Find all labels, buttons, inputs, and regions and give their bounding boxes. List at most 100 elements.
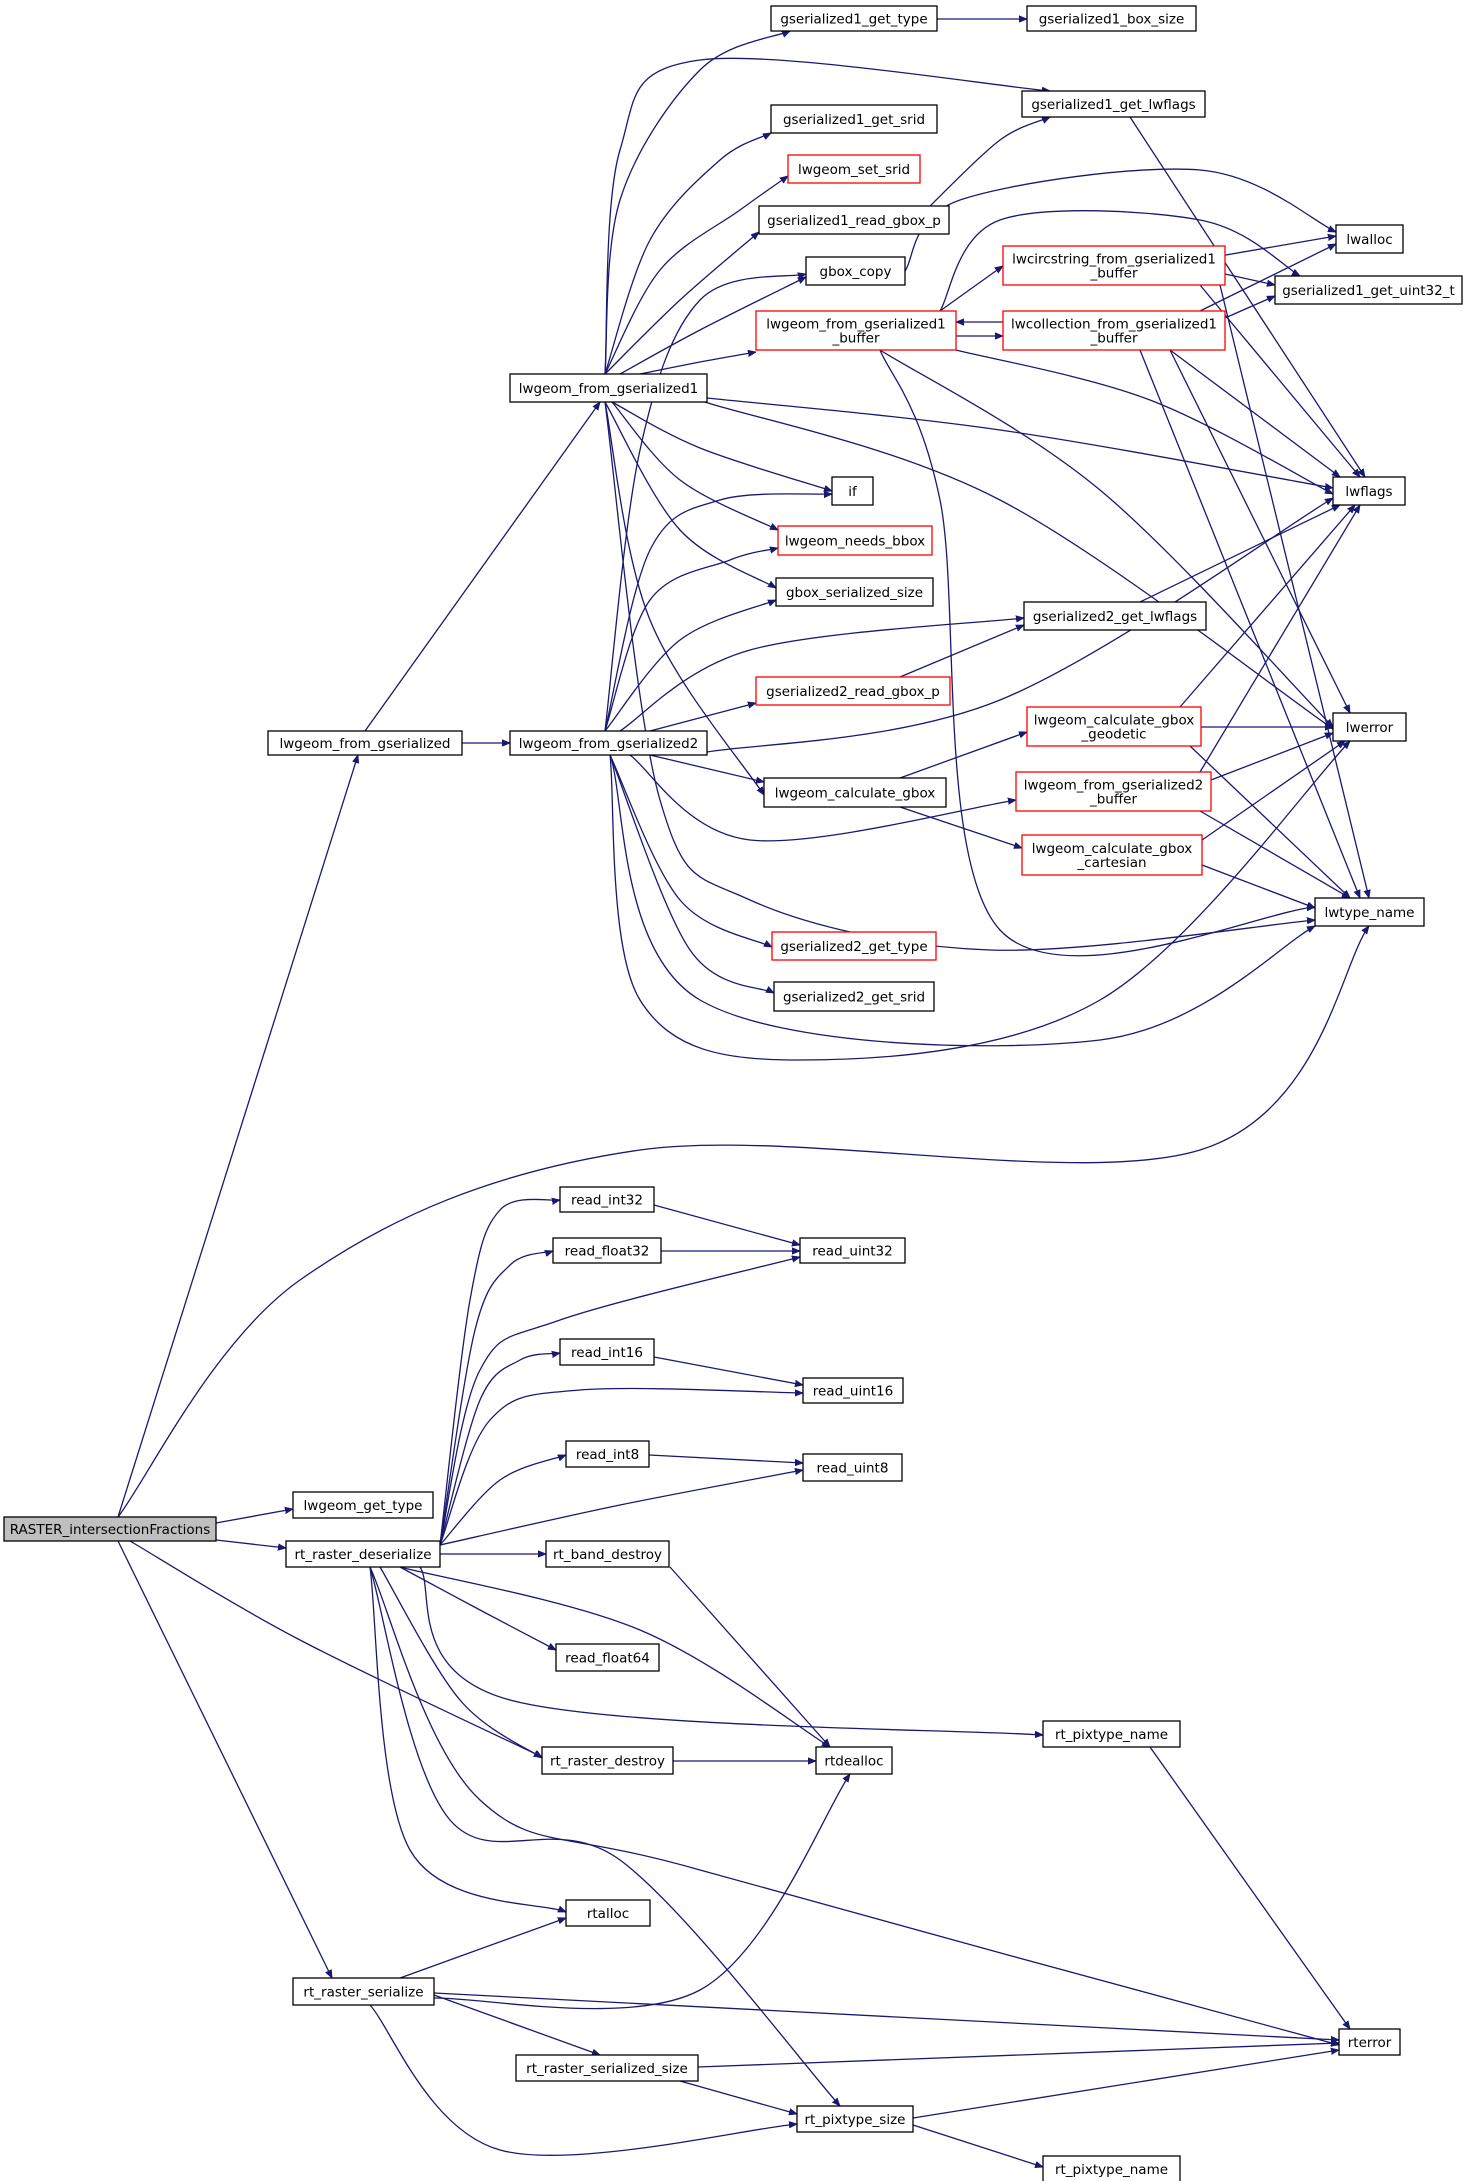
graph-node[interactable]: rt_pixtype_size bbox=[796, 2105, 914, 2133]
graph-node[interactable]: rt_band_destroy bbox=[545, 1540, 670, 1568]
node-box bbox=[796, 2105, 914, 2133]
graph-node[interactable]: gserialized2_read_gbox_p bbox=[755, 676, 951, 706]
graph-node[interactable]: lwerror bbox=[1332, 712, 1407, 742]
node-label: rtalloc bbox=[587, 1906, 629, 1922]
edge bbox=[604, 401, 1315, 951]
graph-node[interactable]: lwalloc bbox=[1335, 224, 1404, 254]
node-label: lwcollection_from_gserialized1 bbox=[1011, 317, 1217, 333]
graph-node[interactable]: read_float32 bbox=[552, 1237, 662, 1264]
graph-node[interactable]: lwgeom_get_type bbox=[292, 1491, 434, 1519]
graph-node[interactable]: gserialized1_get_uint32_t bbox=[1274, 275, 1463, 305]
graph-node[interactable]: rt_raster_serialized_size bbox=[515, 2054, 699, 2082]
graph-node[interactable]: lwgeom_from_gserialized2 bbox=[509, 730, 708, 756]
graph-node[interactable]: if bbox=[831, 476, 874, 506]
graph-node[interactable]: lwcollection_from_gserialized1_buffer bbox=[1002, 310, 1226, 351]
graph-node[interactable]: lwtype_name bbox=[1314, 897, 1425, 927]
graph-node[interactable]: gserialized1_read_gbox_p bbox=[758, 205, 950, 235]
graph-node[interactable]: rt_pixtype_name bbox=[1042, 2155, 1181, 2181]
node-label: gbox_copy bbox=[820, 264, 892, 280]
graph-node[interactable]: gserialized2_get_lwflags bbox=[1023, 601, 1207, 631]
edge bbox=[215, 1539, 286, 1548]
node-label: rterror bbox=[1348, 2035, 1392, 2051]
graph-node[interactable]: rt_raster_deserialize bbox=[285, 1540, 441, 1568]
edge bbox=[912, 2050, 1339, 2119]
node-label: gserialized1_read_gbox_p bbox=[767, 213, 941, 229]
graph-node[interactable]: read_uint16 bbox=[802, 1377, 904, 1404]
graph-node[interactable]: rt_raster_destroy bbox=[541, 1746, 674, 1775]
node-box bbox=[1314, 897, 1425, 927]
node-label: gbox_serialized_size bbox=[786, 585, 923, 601]
graph-node[interactable]: lwgeom_from_gserialized1 bbox=[509, 373, 708, 403]
graph-node[interactable]: lwflags bbox=[1332, 476, 1406, 506]
graph-node[interactable]: lwcircstring_from_gserialized1_buffer bbox=[1002, 245, 1226, 286]
graph-node[interactable]: gserialized1_get_srid bbox=[770, 104, 938, 134]
edge bbox=[364, 402, 600, 732]
node-label: rtdealloc bbox=[824, 1754, 883, 1770]
graph-node[interactable]: gserialized2_get_srid bbox=[773, 981, 935, 1012]
edge bbox=[604, 494, 832, 732]
graph-node[interactable]: gbox_serialized_size bbox=[775, 577, 934, 607]
edge bbox=[1199, 810, 1350, 899]
node-box bbox=[755, 676, 951, 706]
node-label: gserialized2_read_gbox_p bbox=[766, 684, 940, 700]
edge bbox=[117, 926, 1369, 1518]
graph-node[interactable]: read_int16 bbox=[559, 1338, 655, 1366]
graph-node[interactable]: lwgeom_from_gserialized bbox=[267, 730, 463, 756]
node-label: lwcircstring_from_gserialized1 bbox=[1012, 252, 1216, 268]
graph-node[interactable]: gserialized2_get_type bbox=[771, 931, 937, 961]
edge bbox=[929, 116, 1050, 207]
edge bbox=[117, 755, 358, 1518]
node-box bbox=[1002, 310, 1226, 351]
graph-node[interactable]: RASTER_intersectionFractions bbox=[3, 1516, 217, 1542]
node-label: gserialized1_get_type bbox=[780, 12, 927, 28]
graph-node[interactable]: gserialized1_get_lwflags bbox=[1021, 90, 1206, 118]
graph-node[interactable]: rtalloc bbox=[565, 1899, 651, 1927]
graph-node[interactable]: read_float64 bbox=[555, 1643, 660, 1672]
node-label: lwgeom_calculate_gbox bbox=[775, 786, 936, 802]
edge bbox=[1189, 745, 1350, 898]
graph-node[interactable]: read_uint8 bbox=[802, 1453, 903, 1482]
edge bbox=[1179, 505, 1355, 708]
graph-node[interactable]: read_uint32 bbox=[799, 1237, 906, 1264]
node-box bbox=[555, 1643, 660, 1672]
node-box bbox=[1338, 2028, 1401, 2056]
node-label: read_uint8 bbox=[817, 1461, 889, 1477]
edge bbox=[611, 401, 832, 491]
graph-node[interactable]: lwgeom_calculate_gbox_geodetic bbox=[1026, 706, 1202, 747]
edge bbox=[1129, 116, 1365, 477]
graph-node[interactable]: lwgeom_from_gserialized2_buffer bbox=[1015, 771, 1212, 812]
graph-node[interactable]: rtdealloc bbox=[815, 1746, 893, 1775]
graph-node[interactable]: read_int8 bbox=[565, 1440, 650, 1468]
node-label: lwerror bbox=[1346, 720, 1394, 736]
graph-node[interactable]: lwgeom_needs_bbox bbox=[777, 525, 933, 556]
node-label: lwgeom_calculate_gbox bbox=[1034, 713, 1195, 729]
edge bbox=[419, 1566, 1043, 1735]
edge bbox=[1139, 504, 1340, 603]
graph-node[interactable]: gserialized1_get_type bbox=[770, 5, 938, 32]
node-box bbox=[799, 1237, 906, 1264]
edge bbox=[629, 754, 1016, 842]
graph-node[interactable]: read_int32 bbox=[559, 1186, 655, 1213]
graph-node[interactable]: lwgeom_calculate_gbox bbox=[763, 777, 947, 808]
graph-node[interactable]: rterror bbox=[1338, 2028, 1401, 2056]
edge bbox=[706, 498, 1333, 753]
graph-node[interactable]: gserialized1_box_size bbox=[1026, 5, 1197, 32]
edge bbox=[369, 1566, 1339, 2045]
graph-node[interactable]: gbox_copy bbox=[805, 256, 906, 286]
node-box bbox=[565, 1440, 650, 1468]
graph-node[interactable]: rt_raster_serialize bbox=[292, 1977, 435, 2006]
graph-node[interactable]: lwgeom_from_gserialized1_buffer bbox=[755, 310, 957, 351]
edge bbox=[706, 397, 1333, 488]
edge bbox=[215, 1509, 293, 1524]
edge bbox=[1219, 236, 1336, 257]
edge bbox=[117, 1540, 333, 1978]
node-box bbox=[771, 931, 937, 961]
graph-node[interactable]: lwgeom_calculate_gbox_cartesian bbox=[1021, 834, 1203, 876]
edge bbox=[1169, 349, 1351, 713]
node-label: _buffer bbox=[831, 331, 879, 347]
edge bbox=[1219, 284, 1369, 898]
graph-node[interactable]: rt_pixtype_name bbox=[1042, 1720, 1181, 1748]
edge bbox=[399, 1918, 566, 1979]
graph-node[interactable]: lwgeom_set_srid bbox=[787, 154, 921, 184]
node-box bbox=[1026, 706, 1202, 747]
